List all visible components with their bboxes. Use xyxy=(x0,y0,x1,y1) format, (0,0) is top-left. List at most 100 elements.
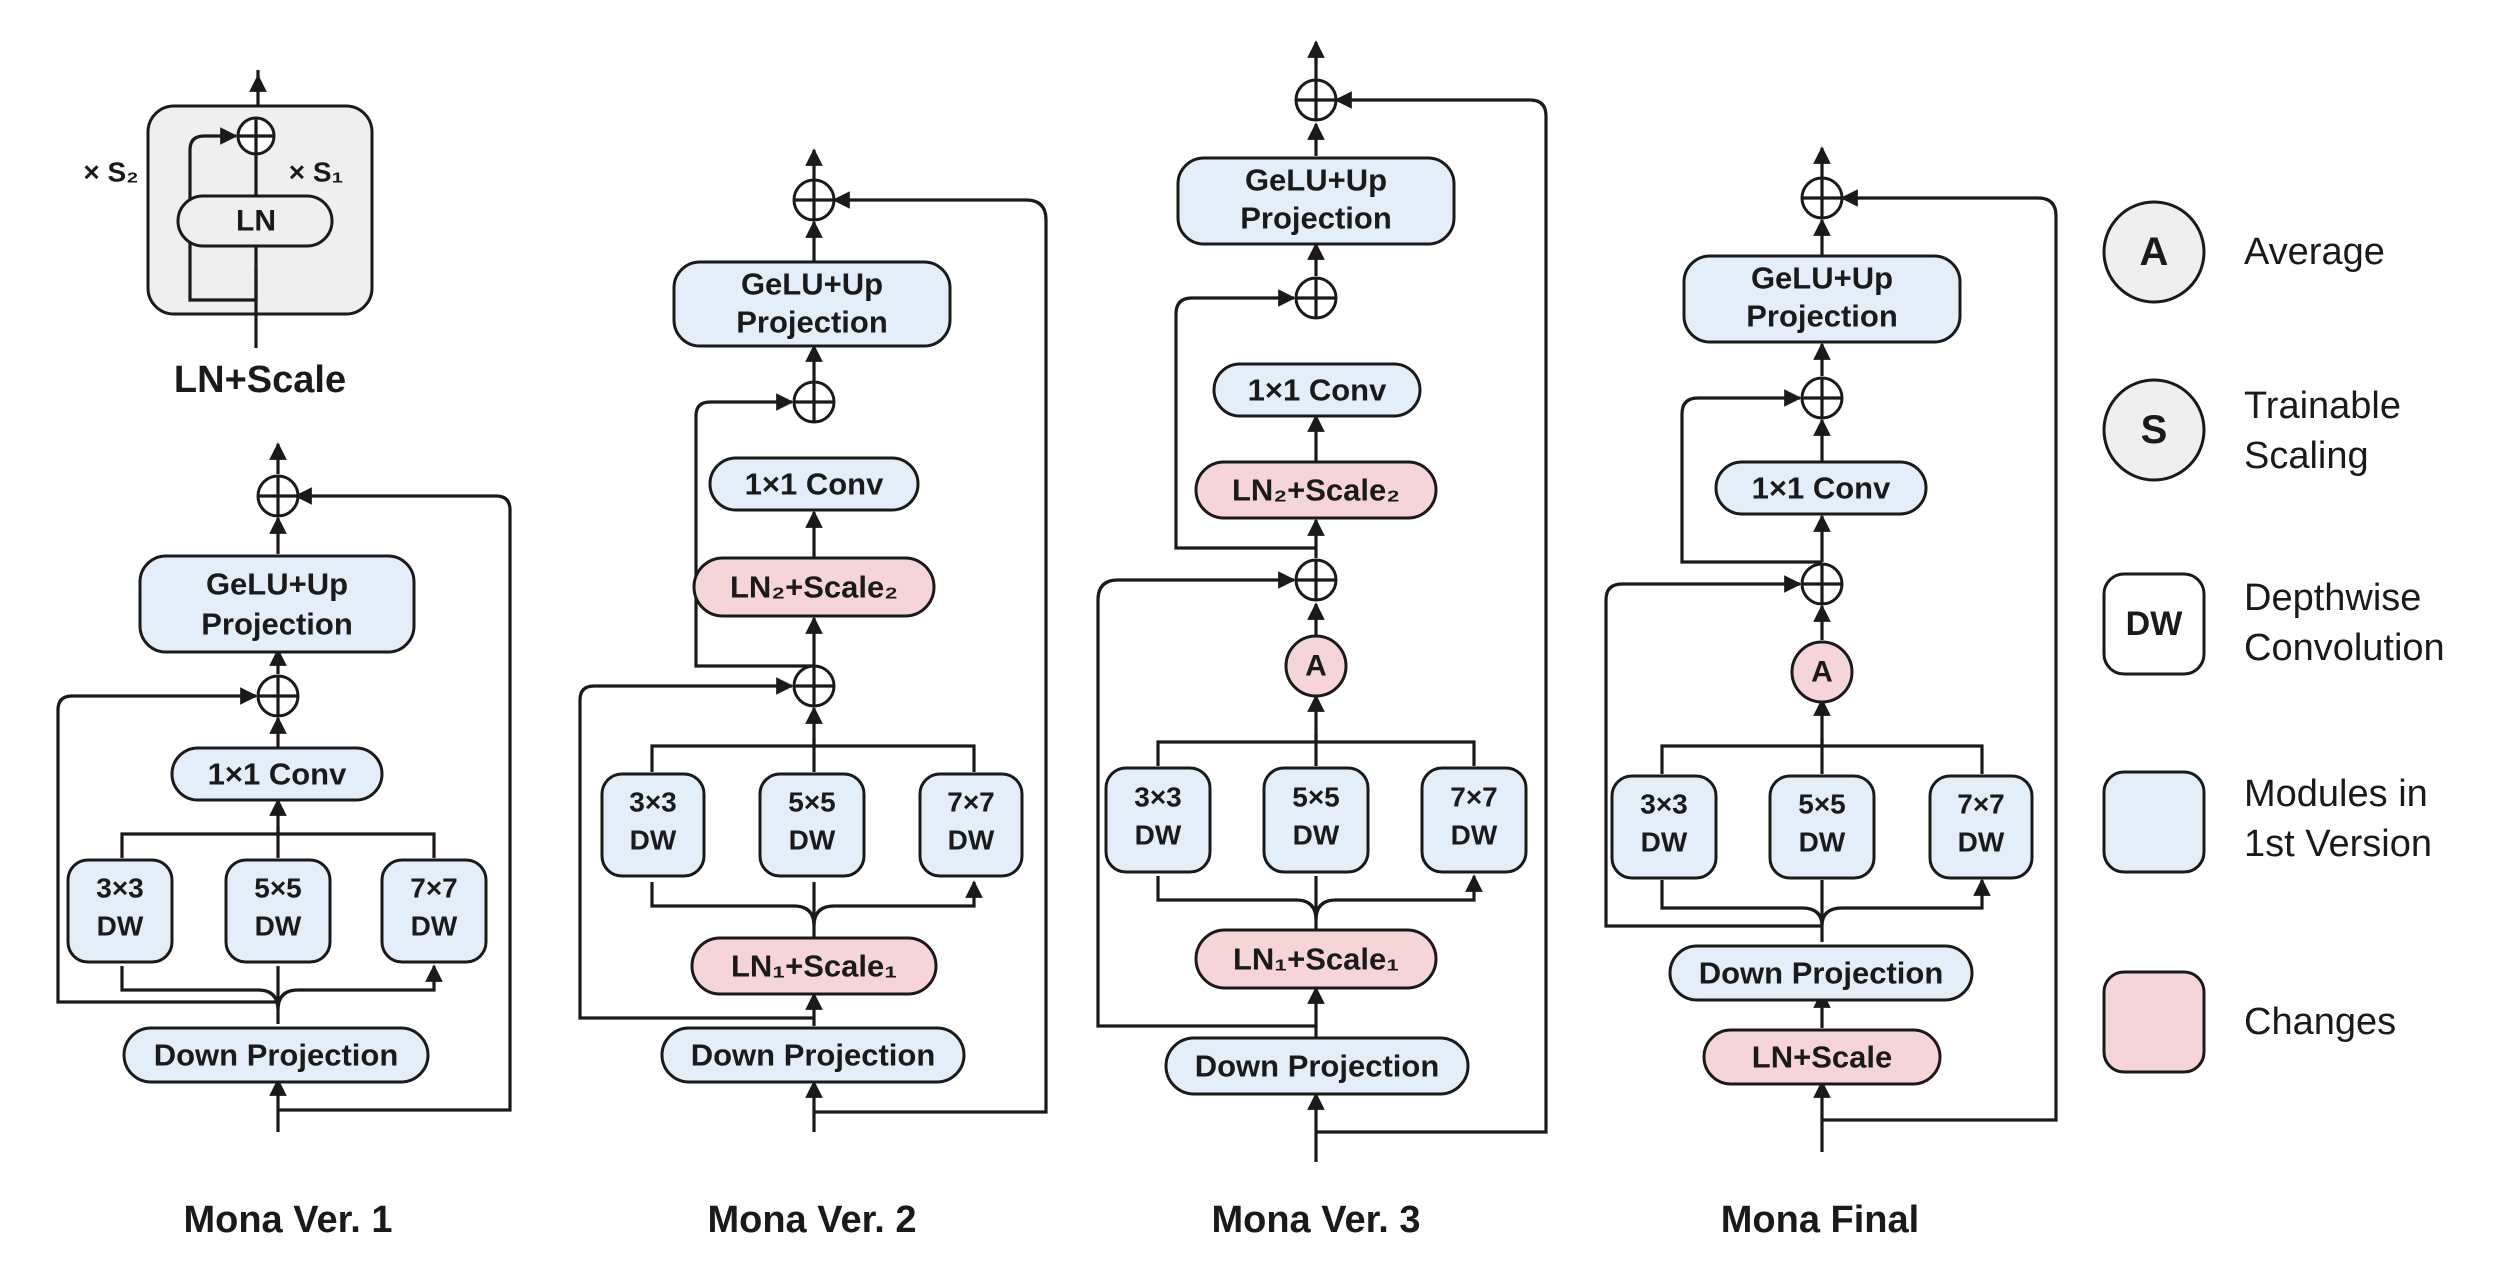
v1-down-projection-label: Down Projection xyxy=(154,1038,399,1073)
legend-modules-swatch xyxy=(2102,770,2206,874)
v3-ln2-scale2 xyxy=(1194,460,1438,520)
v2-conv1x1-label: 1×1 Conv xyxy=(745,467,884,502)
v3-ln1-scale1 xyxy=(1194,928,1438,990)
v1-dw3-line1: 3×3 xyxy=(96,873,144,904)
final-ln-scale xyxy=(1702,1028,1942,1086)
final-down-projection-label: Down Projection xyxy=(1699,956,1944,991)
legend-modules-line2: 1st Version xyxy=(2244,823,2432,865)
v2-gelu-line1: GeLU+Up xyxy=(741,267,883,302)
final-conv1x1 xyxy=(1714,460,1928,516)
v3-conv1x1-label: 1×1 Conv xyxy=(1248,373,1387,408)
s1-label: × S₁ xyxy=(289,157,343,188)
final-dw7-line2: DW xyxy=(1958,827,2005,858)
final-dw5 xyxy=(1768,774,1876,880)
final-caption: Mona Final xyxy=(1721,1199,1919,1241)
v3-caption: Mona Ver. 3 xyxy=(1211,1199,1420,1241)
final-dw5-line1: 5×5 xyxy=(1798,789,1846,820)
legend-scaling-line1: Trainable xyxy=(2244,385,2401,427)
s2-label: × S₂ xyxy=(83,157,138,188)
v1-add-node-outer xyxy=(256,474,300,518)
v1-down-projection xyxy=(122,1026,430,1084)
lnscale-add-node xyxy=(236,116,276,156)
v2-gelu-up-projection xyxy=(672,260,952,348)
final-gelu-line2: Projection xyxy=(1746,299,1898,334)
v2-ln1-scale1-label: LN₁+Scale₁ xyxy=(731,949,897,984)
legend-dw-symbol: DW xyxy=(2126,605,2184,643)
v1-caption: Mona Ver. 1 xyxy=(183,1199,392,1241)
v1-dw3-line2: DW xyxy=(97,911,144,942)
v2-dw3-line2: DW xyxy=(630,825,677,856)
v3-dw3 xyxy=(1104,766,1212,874)
v1-dw5-line2: DW xyxy=(255,911,302,942)
v3-ln1-scale1-label: LN₁+Scale₁ xyxy=(1233,942,1399,977)
v2-dw7-line1: 7×7 xyxy=(947,787,995,818)
v2-down-projection xyxy=(660,1026,966,1084)
v3-dw5-line2: DW xyxy=(1293,820,1340,851)
v2-down-projection-label: Down Projection xyxy=(691,1038,936,1073)
v1-add-node-inner xyxy=(256,674,300,718)
mona-ver2: Down Projection LN₁+Scale₁ 3×3 DW 5×5 DW… xyxy=(578,148,1048,1241)
final-add-node-mid xyxy=(1800,376,1844,420)
final-down-projection xyxy=(1668,944,1974,1002)
legend-average-label: Average xyxy=(2244,231,2385,273)
final-dw7-line1: 7×7 xyxy=(1957,789,2005,820)
v2-dw5-line2: DW xyxy=(789,825,836,856)
v2-dw7 xyxy=(918,772,1024,878)
legend-scaling-symbol: S xyxy=(2141,408,2168,452)
final-dw7 xyxy=(1928,774,2034,880)
v2-dw5 xyxy=(758,772,866,878)
mona-final: LN+Scale Down Projection 3×3 DW 5×5 DW 7… xyxy=(1604,146,2058,1241)
legend: A Average S Trainable Scaling DW Depthwi… xyxy=(2102,200,2445,1074)
v1-dw5-line1: 5×5 xyxy=(254,873,302,904)
v2-dw7-line2: DW xyxy=(948,825,995,856)
final-average-symbol: A xyxy=(1811,656,1833,689)
final-gelu-line1: GeLU+Up xyxy=(1751,261,1893,296)
v2-ln2-scale2-label: LN₂+Scale₂ xyxy=(730,570,898,605)
v2-dw3-line1: 3×3 xyxy=(629,787,677,818)
final-conv1x1-label: 1×1 Conv xyxy=(1752,471,1891,506)
v3-gelu-line2: Projection xyxy=(1240,201,1392,236)
v1-dw3 xyxy=(66,858,174,964)
v3-dw5-line1: 5×5 xyxy=(1292,782,1340,813)
legend-dw-swatch xyxy=(2102,572,2206,676)
v3-conv1x1 xyxy=(1212,362,1422,418)
legend-depthwise: DW Depthwise Convolution xyxy=(2102,572,2445,676)
v3-dw3-line1: 3×3 xyxy=(1134,782,1182,813)
v2-ln1-scale1 xyxy=(690,936,938,996)
legend-changes: Changes xyxy=(2102,970,2396,1074)
v1-gelu-up-projection xyxy=(138,554,416,654)
mona-ver1: Down Projection 3×3 DW 5×5 DW 7×7 DW 1×1… xyxy=(56,442,512,1241)
v3-average-symbol: A xyxy=(1305,650,1327,683)
v3-dw7-line2: DW xyxy=(1451,820,1498,851)
legend-scaling-swatch xyxy=(2102,378,2206,482)
final-add-node-outer xyxy=(1800,176,1844,220)
v2-add-node-lower xyxy=(792,664,836,708)
v3-add-node-outer xyxy=(1294,78,1338,122)
legend-modules-line1: Modules in xyxy=(2244,773,2428,815)
v3-dw7 xyxy=(1420,766,1528,874)
v1-dw7-line1: 7×7 xyxy=(410,873,458,904)
v2-gelu-line2: Projection xyxy=(736,305,888,340)
legend-average-symbol: A xyxy=(2140,230,2169,274)
v3-ln2-scale2-label: LN₂+Scale₂ xyxy=(1232,473,1400,508)
v3-dw5 xyxy=(1262,766,1370,874)
legend-scaling: S Trainable Scaling xyxy=(2102,378,2401,482)
v1-conv1x1 xyxy=(170,746,384,802)
v3-gelu-up-projection xyxy=(1176,156,1456,246)
final-gelu-up-projection xyxy=(1682,254,1962,344)
v3-add-node-lower xyxy=(1294,558,1338,602)
final-dw3-line2: DW xyxy=(1641,827,1688,858)
legend-changes-swatch xyxy=(2102,970,2206,1074)
v2-ln2-scale2 xyxy=(692,556,936,618)
v2-dw5-line1: 5×5 xyxy=(788,787,836,818)
final-ln-scale-label: LN+Scale xyxy=(1752,1040,1892,1075)
v1-gelu-line2: Projection xyxy=(201,607,353,642)
v3-add-node-mid xyxy=(1294,276,1338,320)
v1-dw7 xyxy=(380,858,488,964)
v2-add-node-mid xyxy=(792,380,836,424)
legend-scaling-line2: Scaling xyxy=(2244,435,2369,477)
final-dw3 xyxy=(1610,774,1718,880)
legend-modules: Modules in 1st Version xyxy=(2102,770,2432,874)
v3-average-node: A xyxy=(1284,634,1348,698)
